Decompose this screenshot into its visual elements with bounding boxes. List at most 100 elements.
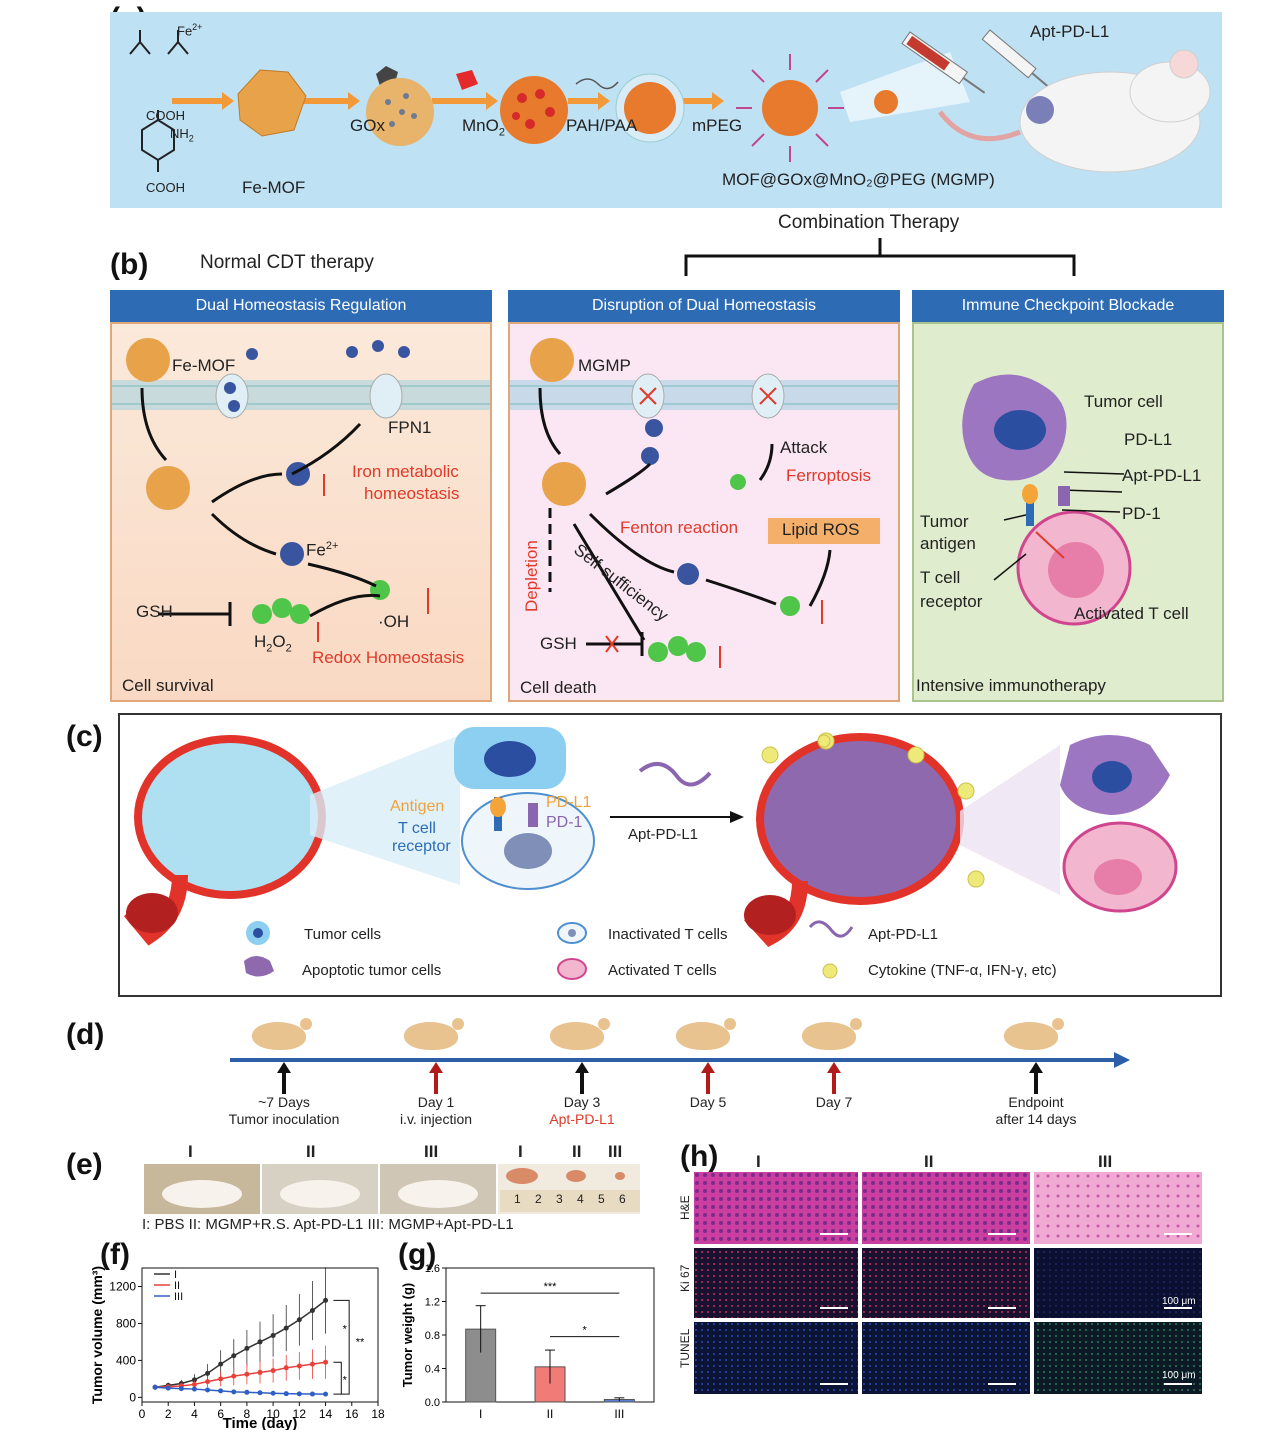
legend-inactivated-t-cells: Inactivated T cells bbox=[608, 926, 728, 943]
timeline-arrow bbox=[827, 1062, 841, 1094]
x-tick-label: 6 bbox=[217, 1407, 224, 1421]
legend-activated-t-cells: Activated T cells bbox=[608, 962, 717, 979]
data-point bbox=[218, 1376, 224, 1382]
ruler-tick-label: 1 bbox=[514, 1192, 521, 1206]
timeline-arrow bbox=[701, 1062, 715, 1094]
ferroptosis-label: Ferroptosis bbox=[786, 466, 872, 485]
pd-1-label-c: PD-1 bbox=[546, 814, 583, 831]
gsh-label-2: GSH bbox=[540, 634, 577, 653]
histology-group-label-2: II bbox=[924, 1152, 934, 1171]
data-point bbox=[309, 1391, 315, 1397]
data-point bbox=[152, 1384, 158, 1390]
y-axis-label: Tumor weight (g) bbox=[400, 1283, 415, 1387]
tumor-antigen-label-1: Tumor bbox=[920, 512, 969, 531]
significance-bracket bbox=[333, 1361, 342, 1395]
apt-pd-l1-label-a: Apt-PD-L1 bbox=[1030, 22, 1110, 41]
gox-label: GOx bbox=[350, 116, 385, 135]
tumor-cell-label: Tumor cell bbox=[1084, 392, 1163, 411]
data-point bbox=[257, 1369, 263, 1375]
x-tick-label: 8 bbox=[244, 1407, 251, 1421]
hydroxyl-radical-label: ·OH bbox=[378, 612, 410, 631]
tcr-label-2: receptor bbox=[920, 592, 983, 611]
x-tick-label: II bbox=[547, 1407, 554, 1421]
timeline-event-label: after 14 days bbox=[995, 1111, 1077, 1127]
header-immune-checkpoint-blockade: Immune Checkpoint Blockade bbox=[912, 290, 1224, 322]
timeline-axis bbox=[230, 1052, 1130, 1068]
chart-f-frame bbox=[141, 1267, 379, 1403]
data-point bbox=[218, 1361, 224, 1367]
panel-b3-scheme bbox=[962, 374, 1132, 626]
y-tick-label: 400 bbox=[116, 1353, 136, 1367]
significance-mark: * bbox=[343, 1375, 348, 1387]
x-axis-label: Time (day) bbox=[223, 1415, 298, 1430]
data-point bbox=[178, 1386, 184, 1392]
nh2-label: NH bbox=[170, 126, 189, 141]
panel-b2-scheme bbox=[510, 338, 898, 668]
row-label-he: H&E bbox=[678, 1195, 692, 1220]
timeline-day-label: Endpoint bbox=[1008, 1094, 1064, 1110]
group-caption: I: PBS II: MGMP+R.S. Apt-PD-L1 III: MGMP… bbox=[142, 1216, 514, 1233]
row-label-ki67: Ki 67 bbox=[678, 1264, 692, 1292]
y-tick-label: 0 bbox=[129, 1390, 136, 1404]
panel-label-h: (h) bbox=[680, 1140, 719, 1173]
significance-mark: ** bbox=[356, 1337, 365, 1349]
row-label-tunel: TUNEL bbox=[678, 1328, 692, 1368]
scale-bar-label-ki67: 100 μm bbox=[1162, 1296, 1196, 1307]
data-point bbox=[191, 1377, 197, 1383]
data-point bbox=[191, 1381, 197, 1387]
timeline-mouse bbox=[1004, 1018, 1064, 1050]
data-point bbox=[191, 1386, 197, 1392]
attack-label: Attack bbox=[780, 438, 828, 457]
data-point bbox=[270, 1390, 276, 1396]
ruler-tick-label: 6 bbox=[619, 1192, 626, 1206]
data-point bbox=[218, 1388, 224, 1394]
legend-label: II bbox=[174, 1280, 180, 1292]
lipid-ros-label: Lipid ROS bbox=[782, 520, 860, 539]
data-point bbox=[309, 1308, 315, 1314]
combination-bracket bbox=[684, 238, 1076, 276]
legend-apt-pd-l1: Apt-PD-L1 bbox=[868, 926, 939, 943]
x-tick-label: 12 bbox=[293, 1407, 307, 1421]
tumor-group-label-3: III bbox=[608, 1142, 623, 1161]
tumor-group-label-2: II bbox=[572, 1142, 582, 1161]
legend-cytokine: Cytokine (TNF-α, IFN-γ, etc) bbox=[868, 962, 1057, 979]
timeline-day-label: Day 1 bbox=[417, 1094, 455, 1110]
activated-t-cell-label: Activated T cell bbox=[1074, 604, 1189, 623]
data-point bbox=[244, 1345, 250, 1351]
tumor-before bbox=[134, 735, 326, 899]
fenton-reaction-label: Fenton reaction bbox=[620, 518, 739, 537]
timeline-event-label: Tumor inoculation bbox=[228, 1111, 340, 1127]
ruler-tick-label: 5 bbox=[598, 1192, 605, 1206]
gsh-label: GSH bbox=[136, 602, 173, 621]
timeline-day-label: Day 3 bbox=[563, 1094, 601, 1110]
histology-group-label-3: III bbox=[1098, 1152, 1113, 1171]
cooh-bottom-label: COOH bbox=[146, 180, 185, 195]
data-point bbox=[205, 1387, 211, 1393]
mpeg-label: mPEG bbox=[692, 116, 743, 135]
timeline-arrow bbox=[429, 1062, 443, 1094]
mouse-group-label-2: II bbox=[306, 1142, 316, 1161]
normal-cdt-label: Normal CDT therapy bbox=[200, 252, 374, 273]
x-tick-label: III bbox=[614, 1407, 624, 1421]
ruler-tick-label: 2 bbox=[535, 1192, 542, 1206]
x-tick-label: 4 bbox=[191, 1407, 198, 1421]
fe-ion-label: Fe bbox=[177, 23, 193, 39]
data-point bbox=[296, 1317, 302, 1323]
data-point bbox=[270, 1332, 276, 1338]
y-axis-label: Tumor volume (mm³) bbox=[89, 1266, 105, 1404]
timeline-arrow bbox=[1029, 1062, 1043, 1094]
x-tick-label: 2 bbox=[165, 1407, 172, 1421]
x-tick-label: 18 bbox=[371, 1407, 385, 1421]
tcr-label-1: T cell bbox=[920, 568, 961, 587]
pd-l1-label-b: PD-L1 bbox=[1124, 430, 1173, 449]
cell-death-label: Cell death bbox=[520, 678, 597, 697]
legend-apoptotic-tumor-cells: Apoptotic tumor cells bbox=[302, 962, 442, 979]
data-point bbox=[296, 1391, 302, 1397]
header-dual-homeostasis-regulation: Dual Homeostasis Regulation bbox=[110, 290, 492, 322]
iron-metabolic-label: Iron metabolic bbox=[352, 462, 459, 481]
data-point bbox=[283, 1365, 289, 1371]
timeline-event-label: i.v. injection bbox=[399, 1111, 473, 1127]
antigen-label-c: Antigen bbox=[390, 798, 445, 815]
ruler-tick-label: 4 bbox=[577, 1192, 584, 1206]
intensive-immunotherapy-label: Intensive immunotherapy bbox=[916, 676, 1106, 695]
